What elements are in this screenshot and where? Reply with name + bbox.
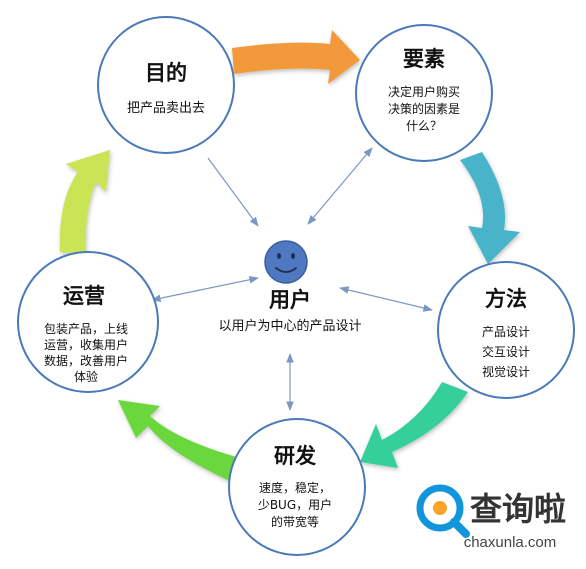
node-line: 把产品卖出去 bbox=[127, 101, 205, 116]
node-title: 要素 bbox=[403, 47, 445, 71]
connector-operation bbox=[151, 275, 259, 303]
node-circle bbox=[17, 251, 159, 393]
watermark: 查询啦 chaxunla.com bbox=[416, 484, 566, 551]
logo-ring bbox=[416, 484, 464, 532]
node-line: 什么？ bbox=[406, 119, 442, 133]
node-line: 速度，稳定， bbox=[259, 480, 331, 495]
search-magnifier-icon bbox=[416, 484, 470, 538]
node-line: 决定用户购买 bbox=[388, 84, 460, 99]
arrow-elements-to-methods bbox=[460, 152, 520, 264]
smiley-face-icon bbox=[264, 240, 308, 284]
node-operation: 运营 包装产品，上线 运营，收集用户 数据，改善用户 体验 bbox=[17, 251, 159, 393]
node-methods: 方法 产品设计 交互设计 视觉设计 bbox=[437, 261, 575, 399]
node-line: 少BUG，用户 bbox=[258, 497, 332, 512]
connector-goal bbox=[207, 157, 259, 227]
node-title: 研发 bbox=[274, 444, 317, 468]
arrow-goal-to-elements bbox=[232, 30, 360, 84]
node-circle bbox=[437, 261, 575, 399]
logo-dot bbox=[433, 501, 447, 515]
node-line: 产品设计 bbox=[482, 325, 530, 339]
face-eye-left bbox=[277, 253, 281, 259]
node-circle bbox=[97, 16, 235, 154]
node-circle bbox=[228, 418, 366, 556]
node-title: 方法 bbox=[485, 287, 527, 311]
connector-methods bbox=[339, 286, 433, 312]
arrow-research-to-operation bbox=[118, 400, 240, 482]
connector-elements bbox=[307, 147, 373, 225]
center-subtitle: 以用户为中心的产品设计 bbox=[218, 318, 361, 334]
node-circle bbox=[355, 24, 493, 162]
face-eye-right bbox=[291, 253, 295, 259]
node-line: 体验 bbox=[74, 369, 98, 384]
arrow-methods-to-research bbox=[360, 382, 468, 468]
node-line: 的带宽等 bbox=[271, 514, 319, 529]
arrow-operation-to-goal bbox=[59, 150, 110, 254]
node-goal: 目的 把产品卖出去 bbox=[97, 16, 235, 154]
node-line: 数据，改善用户 bbox=[44, 353, 128, 368]
node-line: 视觉设计 bbox=[482, 364, 530, 379]
watermark-domain: chaxunla.com bbox=[464, 534, 557, 551]
node-line: 交互设计 bbox=[482, 344, 530, 359]
face-circle bbox=[264, 240, 308, 284]
center-title: 用户 bbox=[269, 288, 311, 312]
node-title: 目的 bbox=[145, 61, 187, 85]
watermark-name: 查询啦 bbox=[470, 490, 566, 528]
node-research: 研发 速度，稳定， 少BUG，用户 的带宽等 bbox=[228, 418, 366, 556]
connectors bbox=[151, 147, 433, 411]
node-elements: 要素 决定用户购买 决策的因素是 什么？ bbox=[355, 24, 493, 162]
cycle-arrows bbox=[59, 30, 520, 482]
node-title: 运营 bbox=[63, 284, 105, 308]
node-line: 包装产品，上线 bbox=[44, 322, 128, 336]
face-smile bbox=[275, 267, 297, 273]
node-line: 决策的因素是 bbox=[388, 101, 460, 116]
logo-handle bbox=[450, 518, 470, 538]
center-user: 用户 以用户为中心的产品设计 bbox=[218, 240, 362, 334]
node-line: 运营，收集用户 bbox=[44, 337, 128, 352]
